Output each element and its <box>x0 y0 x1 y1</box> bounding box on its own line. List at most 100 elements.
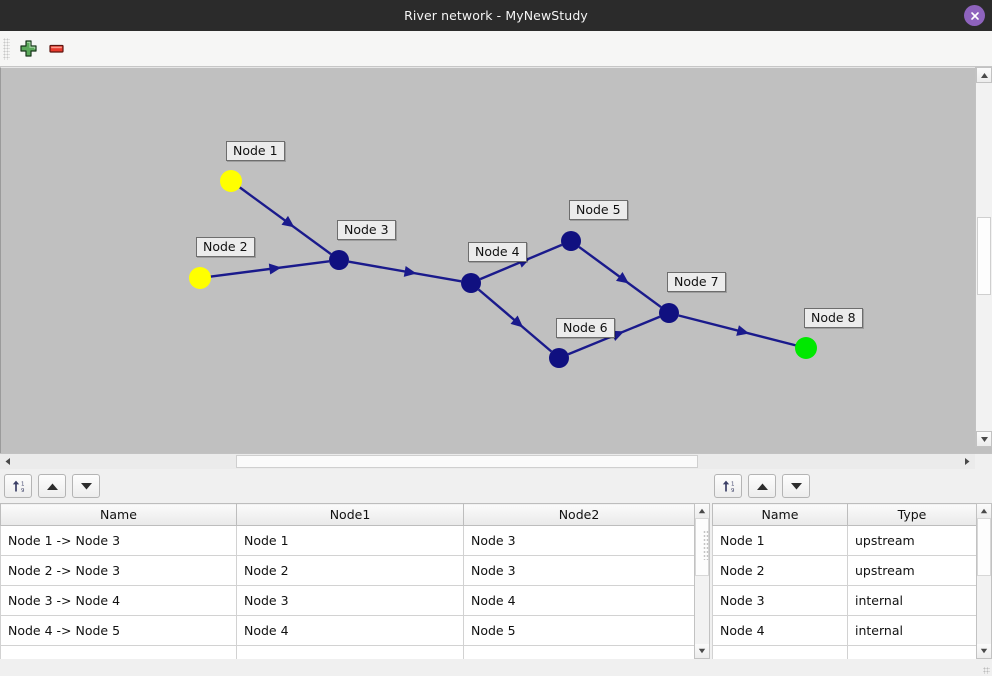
canvas-vertical-scrollbar[interactable] <box>975 67 992 447</box>
table-cell[interactable]: Node 2 <box>712 555 848 586</box>
edge-arrow-icon <box>403 266 417 277</box>
table-cell[interactable]: Node 3 -> Node 4 <box>0 585 237 616</box>
table-cell[interactable] <box>847 645 976 659</box>
graph-node-node-6[interactable] <box>549 348 569 368</box>
reaches-scroll-down-icon[interactable] <box>695 644 709 658</box>
table-cell[interactable]: Node 1 -> Node 3 <box>0 525 237 556</box>
scroll-down-icon[interactable] <box>976 431 992 447</box>
table-cell[interactable]: upstream <box>847 525 976 556</box>
graph-node-label-node-8[interactable]: Node 8 <box>804 308 863 328</box>
table-cell[interactable]: Node 4 <box>712 615 848 646</box>
move-down-icon[interactable] <box>72 474 100 498</box>
column-header-type[interactable]: Type <box>847 503 976 526</box>
close-icon[interactable] <box>964 5 985 26</box>
nodes-vscroll-thumb[interactable] <box>977 518 991 576</box>
table-cell[interactable]: Node 3 <box>463 555 694 586</box>
window-title: River network - MyNewStudy <box>404 8 588 23</box>
table-cell[interactable] <box>0 645 237 659</box>
table-cell[interactable]: Node 3 <box>712 585 848 616</box>
river-network-canvas[interactable]: Node 1 Node 2 Node 3 Node 4 Node 5 Node 6 Node… <box>0 67 992 459</box>
graph-node-node-3[interactable] <box>329 250 349 270</box>
column-header-node2[interactable]: Node2 <box>463 503 694 526</box>
move-up-icon[interactable] <box>748 474 776 498</box>
canvas-horizontal-scrollbar[interactable] <box>0 453 992 469</box>
move-up-icon[interactable] <box>38 474 66 498</box>
graph-node-node-5[interactable] <box>561 231 581 251</box>
table-cell[interactable]: Node 4 <box>236 615 464 646</box>
table-cell[interactable]: Node 2 <box>236 555 464 586</box>
table-cell[interactable]: Node 1 <box>712 525 848 556</box>
table-cell[interactable]: Node 3 <box>236 585 464 616</box>
table-cell[interactable] <box>463 645 694 659</box>
graph-node-label-node-1[interactable]: Node 1 <box>226 141 285 161</box>
table-cell[interactable]: Node 3 <box>463 525 694 556</box>
edge-Node2-Node3[interactable] <box>209 260 330 278</box>
reaches-toolbar: 1 9 <box>4 473 100 499</box>
graph-node-node-2[interactable] <box>189 267 211 289</box>
canvas-vscroll-thumb[interactable] <box>977 217 991 295</box>
graph-node-node-8[interactable] <box>795 337 817 359</box>
table-cell[interactable]: Node 4 -> Node 5 <box>0 615 237 646</box>
graph-node-label-node-6[interactable]: Node 6 <box>556 318 615 338</box>
graph-node-label-node-4[interactable]: Node 4 <box>468 242 527 262</box>
svg-text:9: 9 <box>21 488 25 494</box>
table-cell[interactable] <box>712 645 848 659</box>
graph-node-label-node-5[interactable]: Node 5 <box>569 200 628 220</box>
graph-node-label-node-3[interactable]: Node 3 <box>337 220 396 240</box>
column-header-name[interactable]: Name <box>712 503 848 526</box>
column-header-name[interactable]: Name <box>0 503 237 526</box>
scroll-up-icon[interactable] <box>976 67 992 83</box>
table-row-empty[interactable] <box>0 645 694 659</box>
table-cell[interactable]: upstream <box>847 555 976 586</box>
delete-node-icon[interactable] <box>42 35 70 63</box>
network-graph <box>189 170 817 368</box>
nodes-scroll-up-icon[interactable] <box>977 504 991 518</box>
graph-node-label-node-7[interactable]: Node 7 <box>667 272 726 292</box>
scroll-right-icon[interactable] <box>960 454 975 469</box>
add-node-icon[interactable] <box>14 35 42 63</box>
vertical-splitter-grip[interactable] <box>703 530 709 560</box>
sort-icon[interactable]: 1 9 <box>4 474 32 498</box>
nodes-vertical-scrollbar[interactable] <box>976 503 992 659</box>
reaches-vertical-scrollbar[interactable] <box>694 503 710 659</box>
table-cell[interactable] <box>236 645 464 659</box>
table-row-empty[interactable] <box>712 645 976 659</box>
table-cell[interactable]: Node 1 <box>236 525 464 556</box>
table-cell[interactable]: Node 5 <box>463 615 694 646</box>
toolbar-grip[interactable] <box>3 37 10 60</box>
table-cell[interactable]: Node 2 -> Node 3 <box>0 555 237 586</box>
move-down-icon[interactable] <box>782 474 810 498</box>
table-cell[interactable]: internal <box>847 585 976 616</box>
sort-icon[interactable]: 1 9 <box>714 474 742 498</box>
graph-node-node-7[interactable] <box>659 303 679 323</box>
graph-node-node-4[interactable] <box>461 273 481 293</box>
column-header-node1[interactable]: Node1 <box>236 503 464 526</box>
canvas-hscroll-thumb[interactable] <box>236 455 698 468</box>
edge-Node7-Node8[interactable] <box>678 314 797 347</box>
table-cell[interactable]: Node 4 <box>463 585 694 616</box>
graph-node-node-1[interactable] <box>220 170 242 192</box>
window-resize-grip[interactable] <box>983 667 990 674</box>
graph-node-label-node-2[interactable]: Node 2 <box>196 237 255 257</box>
scroll-left-icon[interactable] <box>0 454 15 469</box>
reaches-scroll-up-icon[interactable] <box>695 504 709 518</box>
nodes-scroll-down-icon[interactable] <box>977 644 991 658</box>
table-cell[interactable]: internal <box>847 615 976 646</box>
